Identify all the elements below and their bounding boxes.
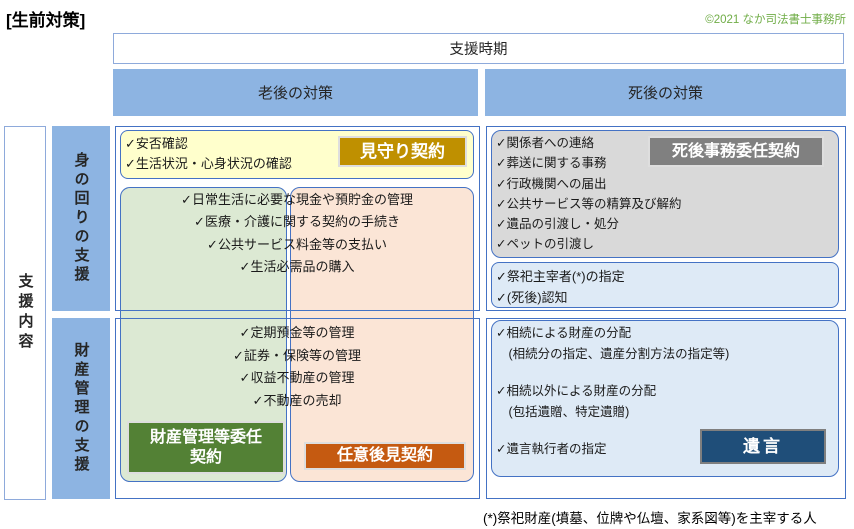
- page-title: [生前対策]: [6, 11, 86, 30]
- checklist-item: ✓遺品の引渡し・処分: [496, 217, 619, 232]
- checklist-item: ✓関係者への連絡: [496, 136, 594, 150]
- checklist-item: ✓日常生活に必要な現金や預貯金の管理: [181, 192, 413, 207]
- checklist-item: ✓医療・介護に関する契約の手続き: [194, 214, 400, 230]
- checklist-item: ✓公共サービス等の精算及び解約: [496, 196, 682, 211]
- checklist-item: ✓安否確認: [125, 136, 188, 151]
- column-header-afterdeath: 死後の対策: [485, 69, 846, 116]
- label-line: 財産管理等委任: [149, 428, 262, 446]
- checklist-item: (相続分の指定、遺産分割方法の指定等): [496, 347, 730, 361]
- mimamori-contract-label: 見守り契約: [338, 136, 467, 167]
- support-content-header: 支援内容: [4, 126, 46, 500]
- checklist-item: ✓(死後)認知: [496, 290, 568, 305]
- asset-management-checklist: ✓定期預金等の管理 ✓証券・保険等の管理 ✓収益不動産の管理 ✓不動産の売却: [120, 322, 474, 412]
- voluntary-guardianship-contract-label: 任意後見契約: [304, 442, 466, 470]
- checklist-item: ✓遺言執行者の指定: [496, 442, 607, 456]
- voluntary-guardianship-contract-panel: [290, 187, 474, 482]
- copyright-notice: ©2021 なか司法書士事務所: [705, 14, 846, 26]
- support-period-header: 支援時期: [113, 33, 844, 64]
- checklist-item: ✓定期預金等の管理: [239, 325, 355, 340]
- checklist-item: ✓生活必需品の購入: [239, 259, 355, 275]
- rites-presider-checklist: ✓祭祀主宰者(*)の指定 ✓(死後)認知: [496, 266, 625, 308]
- checklist-item: ✓相続以外による財産の分配: [496, 384, 657, 398]
- checklist-item: ✓生活状況・心身状況の確認: [125, 156, 292, 171]
- rites-footnote: (*)祭祀財産(墳墓、位牌や仏壇、家系図等)を主宰する人: [483, 511, 817, 526]
- property-management-contract-label: 財産管理等委任 契約: [127, 421, 285, 474]
- checklist-item: ✓ペットの引渡し: [496, 237, 594, 252]
- row-header-property-support: 財産管理の支援: [52, 318, 110, 499]
- row-header-daily-support: 身の回りの支援: [52, 126, 110, 311]
- mimamori-checklist: ✓安否確認 ✓生活状況・心身状況の確認: [125, 134, 292, 174]
- checklist-item: ✓相続による財産の分配: [496, 326, 632, 340]
- after-death-affairs-contract-label: 死後事務委任契約: [648, 136, 824, 167]
- after-death-affairs-checklist: ✓関係者への連絡 ✓葬送に関する事務 ✓行政機関への届出 ✓公共サービス等の精算…: [496, 133, 681, 255]
- will-contract-label: 遺言: [700, 429, 826, 464]
- rites-presider-box: [491, 262, 839, 308]
- label-line: 契約: [189, 448, 222, 466]
- checklist-item: ✓不動産の売却: [252, 392, 342, 408]
- checklist-item: ✓証券・保険等の管理: [233, 347, 361, 363]
- checklist-item: (包括遺贈、特定遺贈): [496, 405, 630, 419]
- checklist-item: ✓葬送に関する事務: [496, 156, 607, 171]
- checklist-item: ✓行政機関への届出: [496, 176, 607, 191]
- checklist-item: ✓祭祀主宰者(*)の指定: [496, 269, 625, 284]
- checklist-item: ✓収益不動産の管理: [239, 370, 355, 385]
- daily-management-checklist: ✓日常生活に必要な現金や預貯金の管理 ✓医療・介護に関する契約の手続き ✓公共サ…: [120, 189, 474, 279]
- checklist-item: ✓公共サービス料金等の支払い: [207, 236, 387, 252]
- will-checklist: ✓相続による財産の分配 (相続分の指定、遺産分割方法の指定等) ✓相続以外による…: [496, 323, 729, 460]
- column-header-oldage: 老後の対策: [113, 69, 478, 116]
